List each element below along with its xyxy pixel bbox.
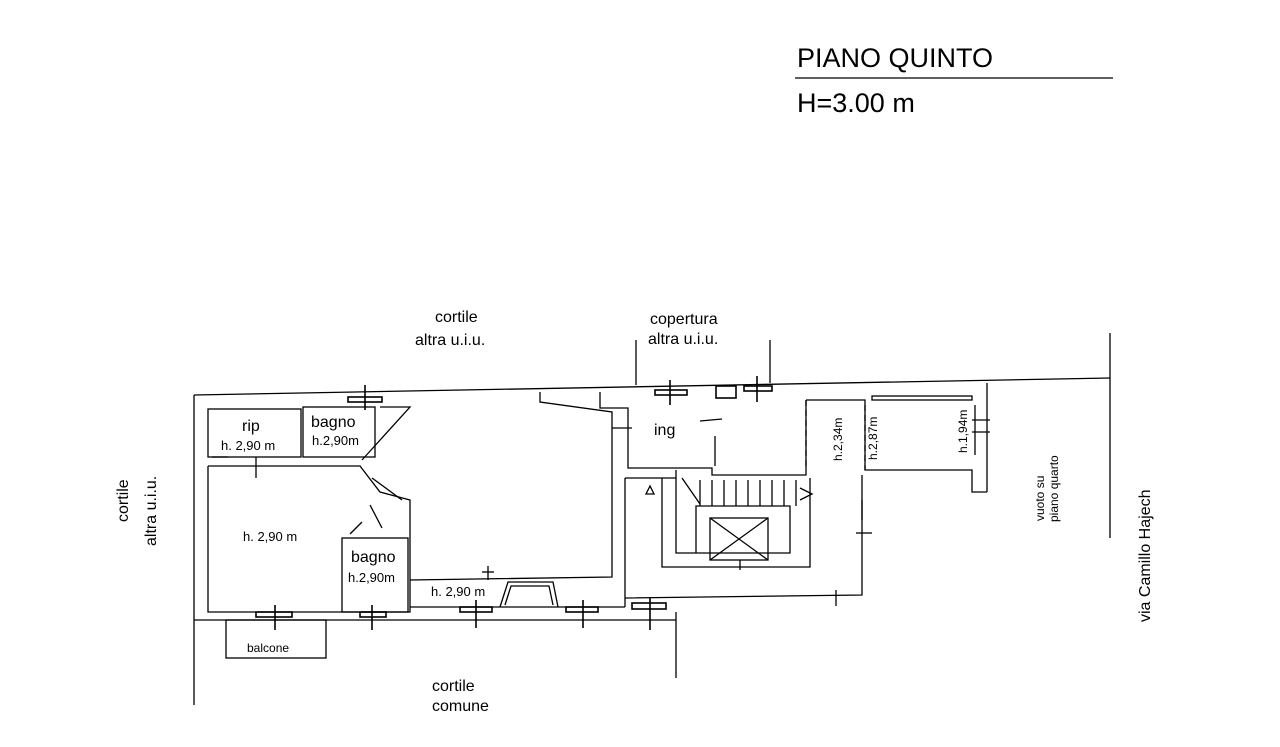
room-bagno-bottom-height: h.2,90m	[348, 570, 395, 585]
label-copertura: copertura	[650, 311, 718, 328]
fireplace	[499, 581, 559, 608]
ing-wall	[599, 392, 807, 476]
room-rip-name: rip	[242, 418, 260, 435]
label-vuoto-su: vuoto su	[1033, 475, 1047, 521]
balcone-outline	[225, 619, 327, 659]
label-cortile-left: cortile	[115, 479, 132, 522]
corridor-wall	[409, 392, 613, 581]
label-street: via Camillo Hajech	[1137, 489, 1154, 623]
label-altra-uiu-copertura: altra u.i.u.	[648, 331, 719, 348]
stair-wall	[661, 478, 811, 568]
height-note: H=3.00 m	[797, 88, 915, 118]
room-corridor-height: h. 2,90 m	[431, 584, 486, 599]
lift-shaft	[709, 517, 769, 561]
room-bagno-top-name: bagno	[311, 414, 356, 431]
room-bagno-top-height: h.2,90m	[312, 433, 359, 448]
outer-wall	[193, 377, 1111, 396]
page-title: PIANO QUINTO	[797, 43, 994, 73]
room-main-height: h. 2,90 m	[243, 529, 298, 544]
attic-wall	[806, 399, 987, 493]
room-balcone-name: balcone	[247, 641, 290, 655]
attic-2-height: h.2,87m	[866, 416, 880, 460]
room-rip-height: h. 2,90 m	[221, 438, 276, 453]
label-altra-uiu-top: altra u.i.u.	[415, 332, 486, 349]
room-ing-name: ing	[654, 422, 676, 439]
label-comune: comune	[432, 698, 489, 715]
label-cortile-top: cortile	[435, 309, 478, 326]
label-piano-quarto: piano quarto	[1047, 455, 1061, 522]
label-cortile-bottom: cortile	[432, 678, 475, 695]
diagonal-wall	[361, 406, 412, 461]
windows	[255, 376, 773, 630]
attic-3-height: h.1,94m	[956, 409, 970, 453]
main-room-wall	[207, 465, 411, 613]
room-bagno-bottom-name: bagno	[351, 549, 396, 566]
attic-1-height: h.2,34m	[831, 417, 845, 461]
rip-room-wall	[207, 408, 302, 458]
label-altra-uiu-left: altra u.i.u.	[143, 475, 160, 546]
bagno-top-wall	[302, 406, 376, 458]
